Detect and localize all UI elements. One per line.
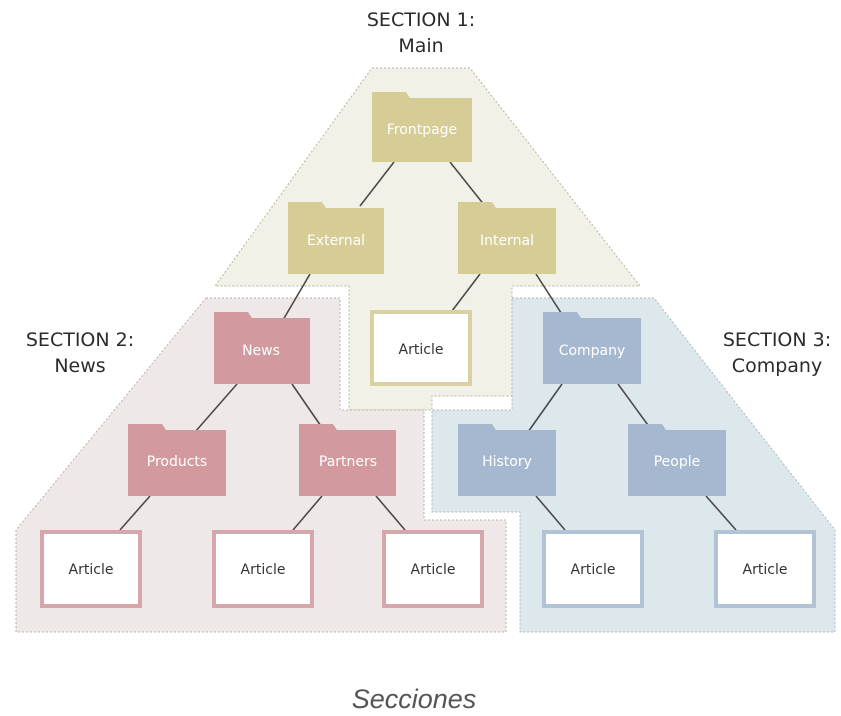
folder-products-label: Products [147,454,207,470]
folder-history: History [458,424,556,496]
folder-partners-label: Partners [319,454,377,470]
folder-icon [299,424,396,496]
article-main: Article [370,310,472,386]
article-company-2: Article [714,530,816,608]
folder-news: News [214,312,310,384]
folder-frontpage-label: Frontpage [387,122,457,138]
folder-partners: Partners [299,424,396,496]
folder-icon [288,202,384,274]
article-news-1: Article [40,530,142,608]
article-company-2-label: Article [743,562,788,578]
folder-news-label: News [242,343,280,359]
folder-icon [214,312,310,384]
article-news-3-label: Article [411,562,456,578]
folder-internal: Internal [458,202,556,274]
folder-people: People [628,424,726,496]
folder-people-label: People [654,454,701,470]
folder-company-label: Company [559,343,626,359]
folder-icon [543,312,641,384]
article-company-1-label: Article [571,562,616,578]
section-2-title: SECTION 2: [26,329,134,351]
section-3-subtitle: Company [732,355,822,377]
diagram-caption: Secciones [352,684,477,714]
article-news-3: Article [382,530,484,608]
folder-icon [372,92,472,162]
folder-company: Company [543,312,641,384]
folder-icon [458,202,556,274]
folder-products: Products [128,424,226,496]
section-1-title: SECTION 1: [367,9,475,31]
article-news-2: Article [212,530,314,608]
folder-frontpage: Frontpage [372,92,472,162]
section-3-title: SECTION 3: [723,329,831,351]
article-company-1: Article [542,530,644,608]
folder-history-label: History [482,454,532,470]
folder-internal-label: Internal [480,233,534,249]
article-news-2-label: Article [241,562,286,578]
section-2-subtitle: News [54,355,105,377]
folder-icon [458,424,556,496]
folder-external: External [288,202,384,274]
folder-external-label: External [307,233,365,249]
folder-icon [628,424,726,496]
folder-icon [128,424,226,496]
article-main-label: Article [399,342,444,358]
section-1-subtitle: Main [398,35,443,57]
article-news-1-label: Article [69,562,114,578]
section-main-region [214,67,642,411]
tree-edges [119,161,737,531]
